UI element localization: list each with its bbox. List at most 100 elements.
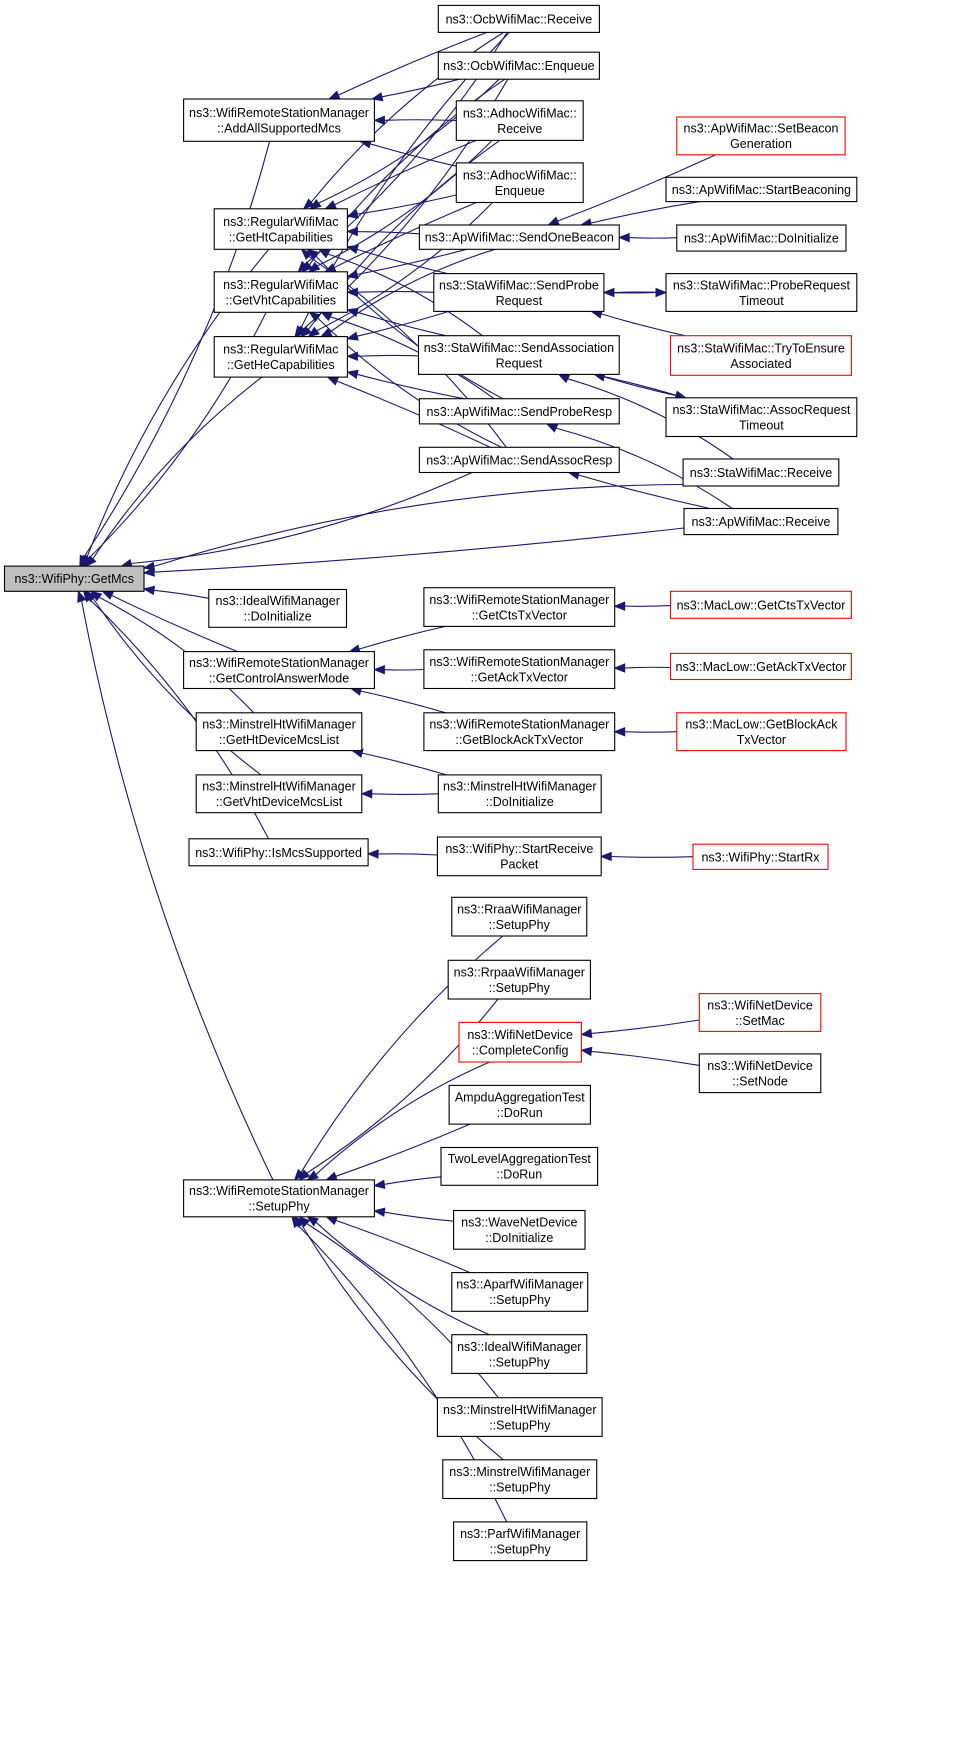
node-idealinit[interactable]: ns3::IdealWifiManager::DoInitialize <box>208 588 348 628</box>
node-getht[interactable]: ns3::RegularWifiMac::GetHtCapabilities <box>213 208 348 250</box>
edge-sendprobe-to-probetimeout <box>603 291 657 294</box>
node-label-probetimeout-1: Timeout <box>739 294 784 308</box>
edge-adhenq-to-getht <box>357 194 457 215</box>
node-maccts[interactable]: ns3::MacLow::GetCtsTxVector <box>669 590 852 619</box>
node-adhenq[interactable]: ns3::AdhocWifiMac::Enqueue <box>455 162 584 204</box>
node-setnode[interactable]: ns3::WifiNetDevice::SetNode <box>698 1053 822 1094</box>
node-box-adhrecv <box>455 100 584 141</box>
node-label-root-0: ns3::WifiPhy::GetMcs <box>15 572 134 586</box>
edge-maccts-to-getcts <box>624 605 671 607</box>
node-apinit[interactable]: ns3::ApWifiMac::DoInitialize <box>676 224 847 252</box>
node-startbeacon[interactable]: ns3::ApWifiMac::StartBeaconing <box>665 176 858 203</box>
edge-getcts-to-getctrl <box>358 625 446 650</box>
node-box-getht <box>213 208 348 250</box>
node-label-sendassocresp-0: ns3::ApWifiMac::SendAssocResp <box>426 453 612 467</box>
arrowhead-sendproberesp-to-gethe <box>346 369 359 380</box>
node-setmac[interactable]: ns3::WifiNetDevice::SetMac <box>698 993 822 1032</box>
node-ampdu[interactable]: AmpduAggregationTest::DoRun <box>448 1084 591 1125</box>
node-minit[interactable]: ns3::MinstrelHtWifiManager::DoInitialize <box>437 774 602 814</box>
node-ocbrecv[interactable]: ns3::OcbWifiMac::Receive <box>437 4 600 33</box>
edge-setbeacon-to-sendone <box>557 154 717 222</box>
edge-wave-to-setupphy <box>384 1211 454 1222</box>
node-label-getack-1: ::GetAckTxVector <box>471 670 568 684</box>
edge-startrecvpkt-to-ismcs <box>378 853 438 856</box>
node-label-msetup-1: ::SetupPhy <box>489 1480 551 1494</box>
node-mhtlist[interactable]: ns3::MinstrelHtWifiManager::GetHtDeviceM… <box>195 712 363 752</box>
node-label-wave-1: ::DoInitialize <box>485 1231 553 1245</box>
node-box-sendproberesp <box>418 398 620 425</box>
node-label-minit-0: ns3::MinstrelHtWifiManager <box>443 780 597 794</box>
node-getvht[interactable]: ns3::RegularWifiMac::GetVhtCapabilities <box>213 271 348 313</box>
node-sendone[interactable]: ns3::ApWifiMac::SendOneBeacon <box>418 224 620 250</box>
node-label-sendprobe-1: Request <box>496 294 543 308</box>
node-rraa[interactable]: ns3::RraaWifiManager::SetupPhy <box>451 896 588 937</box>
node-getcts[interactable]: ns3::WifiRemoteStationManager::GetCtsTxV… <box>423 587 616 627</box>
node-label-ampdu-1: ::DoRun <box>497 1106 543 1120</box>
edge-ampdu-to-setupphy <box>335 1123 471 1177</box>
node-adhrecv[interactable]: ns3::AdhocWifiMac::Receive <box>455 100 584 141</box>
node-mvhtlist[interactable]: ns3::MinstrelHtWifiManager::GetVhtDevice… <box>195 774 363 814</box>
node-root[interactable]: ns3::WifiPhy::GetMcs <box>3 565 145 592</box>
node-aparf[interactable]: ns3::AparfWifiManager::SetupPhy <box>451 1272 589 1312</box>
node-setupphy[interactable]: ns3::WifiRemoteStationManager::SetupPhy <box>183 1179 375 1218</box>
node-rrpaa[interactable]: ns3::RrpaaWifiManager::SetupPhy <box>447 959 591 1000</box>
arrowhead-sendproberesp-to-getvht <box>320 311 333 322</box>
node-macblock[interactable]: ns3::MacLow::GetBlockAckTxVector <box>676 712 847 752</box>
arrowhead-rrpaa-to-setupphy <box>298 1169 311 1181</box>
node-parf[interactable]: ns3::ParfWifiManager::SetupPhy <box>453 1521 588 1562</box>
arrowhead-setbeacon-to-sendone <box>547 216 560 226</box>
node-label-complete-1: ::CompleteConfig <box>472 1044 569 1058</box>
edge-mvhtlist-to-root <box>92 598 262 776</box>
edge-aprecv-to-sendassocresp <box>578 474 710 510</box>
node-label-startrx-0: ns3::WifiPhy::StartRx <box>701 850 820 864</box>
node-ocbenq[interactable]: ns3::OcbWifiMac::Enqueue <box>437 51 600 80</box>
edge-minit-to-mhtlist <box>361 752 447 776</box>
node-box-macack <box>669 652 852 681</box>
edge-trytoensure-to-sendprobe <box>601 313 686 337</box>
node-sendproberesp[interactable]: ns3::ApWifiMac::SendProbeResp <box>418 398 620 425</box>
node-label-sendprobe-0: ns3::StaWifiMac::SendProbe <box>439 278 599 292</box>
node-box-rrpaa <box>447 959 591 1000</box>
edge-sendassoc-to-assoctimeout <box>594 373 677 396</box>
node-starecv[interactable]: ns3::StaWifiMac::Receive <box>682 458 840 487</box>
node-mhtsetup[interactable]: ns3::MinstrelHtWifiManager::SetupPhy <box>436 1397 603 1437</box>
node-msetup[interactable]: ns3::MinstrelWifiManager::SetupPhy <box>442 1459 598 1500</box>
node-twolevel[interactable]: TwoLevelAggregationTest::DoRun <box>440 1146 599 1186</box>
edge-ocbrecv-to-addall <box>338 31 488 96</box>
edge-mhtlist-to-root <box>98 596 255 714</box>
node-idealsetup[interactable]: ns3::IdealWifiManager::SetupPhy <box>451 1334 588 1374</box>
node-sendassocresp[interactable]: ns3::ApWifiMac::SendAssocResp <box>418 446 620 474</box>
node-label-getack-0: ns3::WifiRemoteStationManager <box>429 655 609 669</box>
node-wave[interactable]: ns3::WaveNetDevice::DoInitialize <box>453 1209 586 1250</box>
node-macack[interactable]: ns3::MacLow::GetAckTxVector <box>669 652 852 681</box>
edge-macack-to-getack <box>624 666 671 669</box>
node-complete[interactable]: ns3::WifiNetDevice::CompleteConfig <box>458 1021 582 1063</box>
node-aprecv[interactable]: ns3::ApWifiMac::Receive <box>683 507 839 536</box>
node-label-gethe-0: ns3::RegularWifiMac <box>223 343 338 357</box>
node-startrx[interactable]: ns3::WifiPhy::StartRx <box>692 843 829 870</box>
arrowhead-startrecvpkt-to-ismcs <box>366 849 379 859</box>
node-gethe[interactable]: ns3::RegularWifiMac::GetHeCapabilities <box>213 336 348 378</box>
node-addall[interactable]: ns3::WifiRemoteStationManager::AddAllSup… <box>183 98 375 142</box>
node-label-sendassoc-1: Request <box>496 356 543 370</box>
node-getblock[interactable]: ns3::WifiRemoteStationManager::GetBlockA… <box>423 712 616 752</box>
arrowhead-sendprobe-to-getht <box>346 244 359 255</box>
node-label-adhrecv-0: ns3::AdhocWifiMac:: <box>463 106 577 120</box>
edge-adhenq-to-gethe <box>316 202 493 332</box>
node-label-minit-1: ::DoInitialize <box>486 795 554 809</box>
edge-sendone-to-getht <box>357 231 420 235</box>
arrowhead-ampdu-to-setupphy <box>325 1171 338 1181</box>
edge-setupphy-to-root <box>81 600 274 1181</box>
node-getack[interactable]: ns3::WifiRemoteStationManager::GetAckTxV… <box>423 649 616 690</box>
node-box-starecv <box>682 458 840 487</box>
node-ismcs[interactable]: ns3::WifiPhy::IsMcsSupported <box>188 838 369 867</box>
node-getctrl[interactable]: ns3::WifiRemoteStationManager::GetContro… <box>183 651 375 690</box>
node-label-assoctimeout-1: Timeout <box>739 418 784 432</box>
